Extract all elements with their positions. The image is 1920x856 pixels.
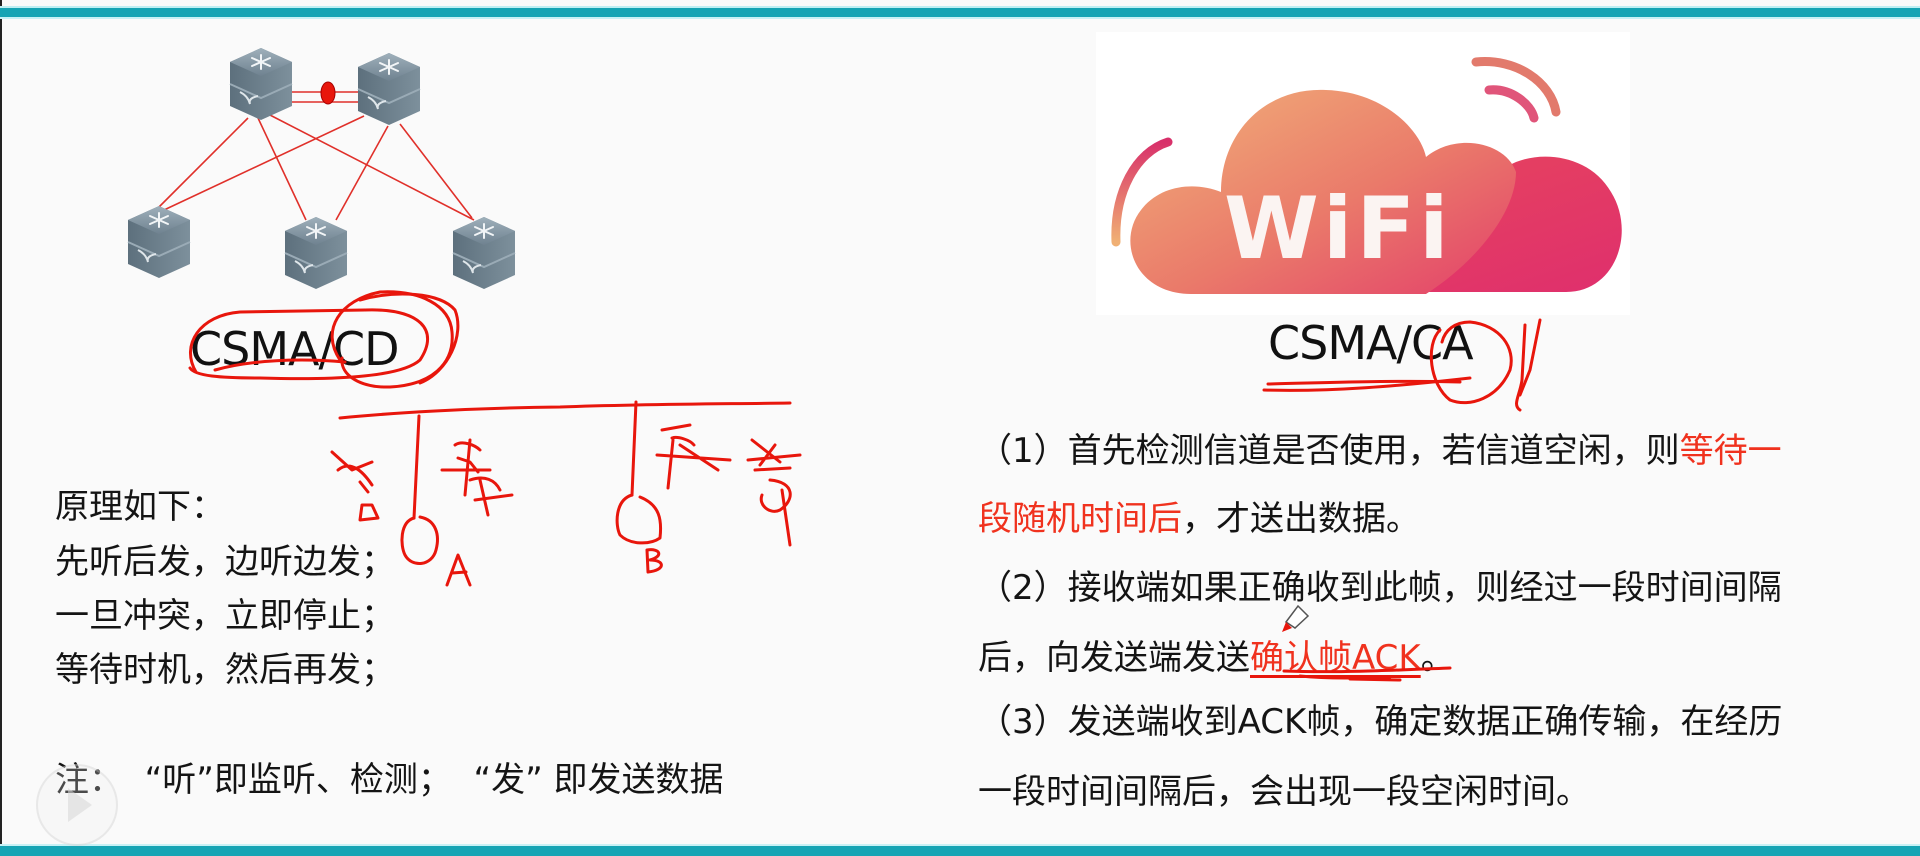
csma-ca-title: CSMA/CA <box>1268 316 1474 370</box>
wifi-cloud-image: WiFi <box>1096 32 1630 315</box>
ca-item-2-number: （2） <box>978 568 1068 608</box>
ca-item-3-line-1: （3）发送端收到ACK帧，确定数据正确传输，在经历 <box>978 705 1782 739</box>
csma-cd-title: CSMA/CD <box>190 322 400 376</box>
principle-heading: 原理如下： <box>55 487 225 527</box>
ca-item-3-text: 发送端收到ACK帧，确定数据正确传输，在经历 <box>1067 702 1783 742</box>
ack-frame-highlight: 确认帧ACK <box>1250 638 1421 678</box>
ca-item-2-text: 接收端如果正确收到此帧，则经过一段时间间隔 <box>1067 568 1782 608</box>
note-line: 注： “听”即监听、检测； “发” 即发送数据 <box>55 760 724 800</box>
ca-item-1-tail: ，才送出数据。 <box>1182 499 1420 539</box>
slide-left-border <box>0 0 2 856</box>
network-switch-icon <box>127 47 516 290</box>
ca-item-2-text-b: 后，向发送端发送 <box>978 638 1250 678</box>
ca-item-1-line-2: 段随机时间后，才送出数据。 <box>978 502 1420 536</box>
ca-item-2-line-2: 后，向发送端发送确认帧ACK。 <box>978 641 1455 675</box>
principle-line-2: 一旦冲突，立即停止； <box>55 596 395 636</box>
ca-item-3-line-2: 一段时间间隔后，会出现一段空闲时间。 <box>978 775 1590 809</box>
top-accent-bar <box>0 8 1920 17</box>
ca-item-1-line-1: （1）首先检测信道是否使用，若信道空闲，则等待一 <box>978 434 1782 468</box>
play-button[interactable] <box>36 764 118 846</box>
ca-item-1-number: （1） <box>978 431 1068 471</box>
ca-item-1-text: 首先检测信道是否使用，若信道空闲，则 <box>1067 431 1680 471</box>
principle-line-1: 先听后发，边听边发； <box>55 542 395 582</box>
ca-item-1-highlight-a: 等待一 <box>1679 431 1782 471</box>
switch-topology-image <box>100 30 550 300</box>
ca-item-2-tail: 。 <box>1420 638 1455 678</box>
ca-item-2-line-1: （2）接收端如果正确收到此帧，则经过一段时间间隔 <box>978 571 1782 605</box>
ca-item-3-number: （3） <box>978 702 1068 742</box>
principle-line-3: 等待时机，然后再发； <box>55 650 395 690</box>
pen-cursor-icon <box>1282 604 1310 632</box>
wifi-cloud-icon: WiFi <box>1111 57 1622 294</box>
ca-item-3-text-b: 一段时间间隔后，会出现一段空闲时间。 <box>978 772 1590 812</box>
bottom-accent-bar <box>0 846 1920 856</box>
wifi-logo-text: WiFi <box>1224 179 1453 279</box>
ca-item-1-highlight-b: 段随机时间后 <box>978 499 1182 539</box>
